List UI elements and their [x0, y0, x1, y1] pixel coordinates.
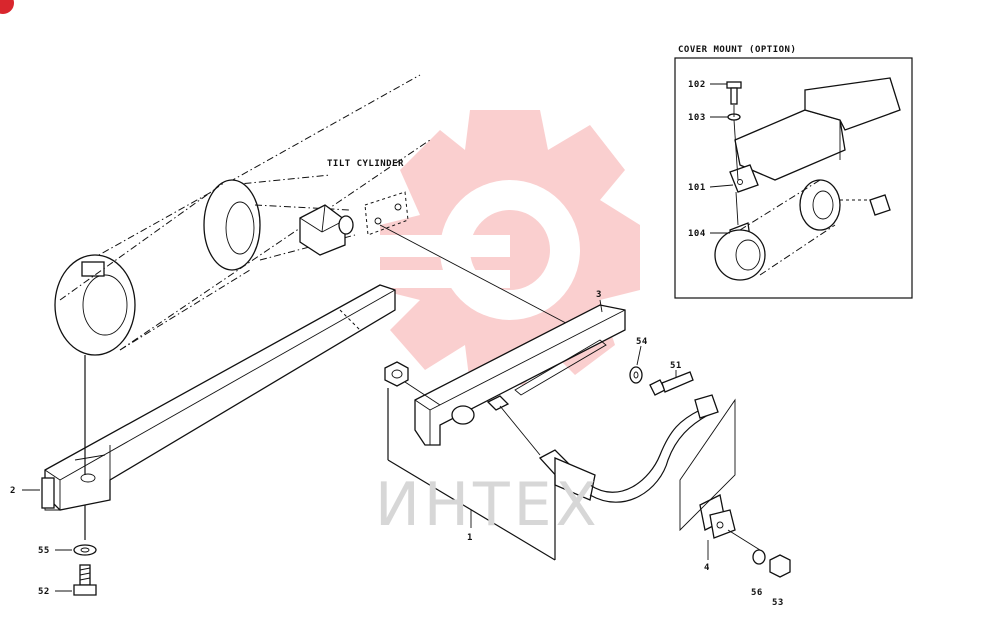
watermark-gear-icon — [300, 110, 640, 385]
bolt-51 — [649, 371, 694, 396]
assembly-bracket-1 — [387, 388, 556, 561]
callout-4: 4 — [704, 563, 710, 573]
callout-53: 53 — [772, 598, 784, 608]
tilt-cylinder-label: TILT CYLINDER — [327, 159, 404, 169]
nut-53 — [769, 554, 791, 578]
callout-101: 101 — [688, 183, 706, 193]
callout-102: 102 — [688, 80, 706, 90]
callout-56: 56 — [751, 588, 763, 598]
leader-3 — [599, 299, 603, 313]
bracket-arm-part-2 — [41, 284, 396, 511]
bolt-52 — [73, 564, 97, 596]
washer-54 — [629, 366, 643, 384]
leader-54 — [636, 345, 642, 366]
nut-hex-icon — [384, 361, 441, 406]
callout-52: 52 — [38, 587, 50, 597]
callout-1: 1 — [467, 533, 473, 543]
inset-title: COVER MOUNT (OPTION) — [678, 45, 796, 55]
callout-104: 104 — [688, 229, 706, 239]
sensor-plate-part-3 — [414, 304, 626, 446]
leader-cylinder-to-plate — [379, 224, 599, 341]
cover-mount-inset — [674, 57, 913, 299]
callout-54: 54 — [636, 337, 648, 347]
corner-badge-icon — [0, 0, 14, 14]
callout-51: 51 — [670, 361, 682, 371]
callout-2: 2 — [10, 486, 16, 496]
tilt-cylinder-outline — [54, 74, 431, 356]
cylinder-end-fitting — [299, 191, 409, 256]
washer-55 — [73, 544, 97, 556]
washer-56 — [752, 549, 766, 565]
washer-54-hole — [633, 371, 639, 379]
callout-103: 103 — [688, 113, 706, 123]
proximity-sensor — [486, 394, 719, 503]
callout-55: 55 — [38, 546, 50, 556]
cable-clamp-part-4 — [679, 398, 736, 539]
leader-clamp — [727, 529, 761, 551]
washer-55-hole — [80, 547, 90, 553]
watermark-text: ИНТЕХ — [375, 470, 601, 540]
callout-3: 3 — [596, 290, 602, 300]
